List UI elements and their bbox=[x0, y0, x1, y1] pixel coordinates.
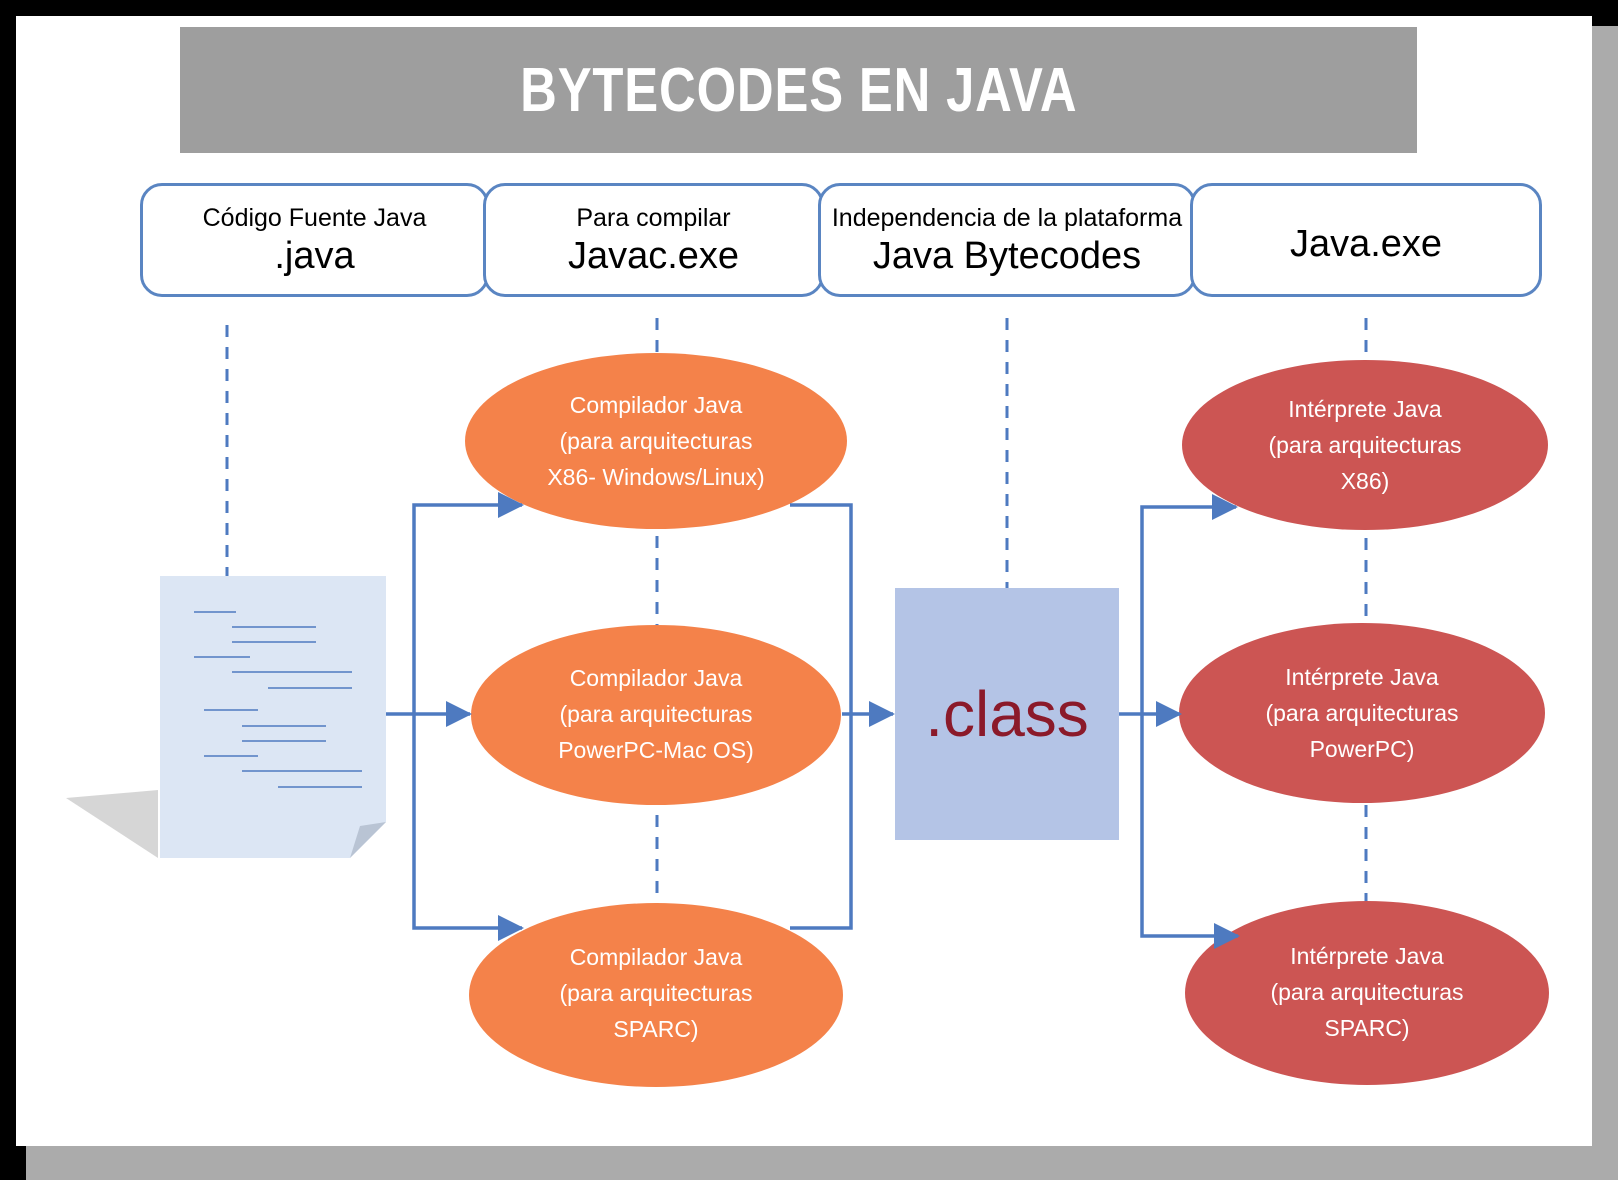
header-platform-title: Java Bytecodes bbox=[872, 235, 1142, 277]
interpreter-sparc-label: Intérprete Java (para arquitecturas SPAR… bbox=[1270, 943, 1464, 1041]
interpreter-powerpc-ellipse bbox=[1179, 623, 1545, 803]
interpreter-x86-ellipse bbox=[1182, 360, 1548, 530]
arrow-source-to-sparc bbox=[412, 714, 524, 941]
header-platform-caption: Independencia de la plataforma bbox=[831, 204, 1183, 232]
header-java-exe: Java.exe bbox=[1190, 183, 1542, 297]
header-platform-independence: Independencia de la plataforma Java Byte… bbox=[818, 183, 1196, 297]
header-source-code-title: .java bbox=[274, 235, 355, 277]
interpreter-powerpc-label: Intérprete Java (para arquitecturas Powe… bbox=[1265, 664, 1459, 762]
frame-shadow-right bbox=[1592, 26, 1618, 1180]
title-bar: BYTECODES EN JAVA bbox=[180, 27, 1417, 153]
interpreter-x86-label: Intérprete Java (para arquitecturas X86) bbox=[1268, 396, 1462, 494]
compiler-powerpc-ellipse bbox=[471, 625, 841, 805]
header-source-code: Código Fuente Java .java bbox=[140, 183, 489, 297]
arrow-class-to-x86 bbox=[1140, 494, 1238, 714]
arrow-source-to-x86 bbox=[412, 492, 524, 714]
compiler-x86-label: Compilador Java (para arquitecturas X86-… bbox=[547, 392, 765, 490]
class-file-box bbox=[895, 588, 1119, 840]
arrow-class-to-sparc bbox=[1140, 714, 1240, 949]
interpreter-sparc-ellipse bbox=[1185, 901, 1549, 1085]
compiler-sparc-ellipse bbox=[469, 903, 843, 1087]
document-icon bbox=[66, 576, 386, 858]
bracket-compilers bbox=[790, 503, 853, 930]
compiler-sparc-label: Compilador Java (para arquitecturas SPAR… bbox=[559, 944, 753, 1042]
header-source-code-caption: Código Fuente Java bbox=[202, 204, 427, 232]
diagram-title: BYTECODES EN JAVA bbox=[519, 55, 1078, 125]
header-java-exe-title: Java.exe bbox=[1289, 223, 1443, 265]
compiler-powerpc-label: Compilador Java (para arquitecturas Powe… bbox=[558, 665, 754, 763]
header-compile-title: Javac.exe bbox=[567, 235, 740, 277]
frame-shadow-bottom bbox=[26, 1146, 1618, 1180]
compiler-x86-ellipse bbox=[465, 353, 847, 529]
header-compile-caption: Para compilar bbox=[576, 204, 731, 232]
class-file-label: .class bbox=[925, 678, 1089, 750]
